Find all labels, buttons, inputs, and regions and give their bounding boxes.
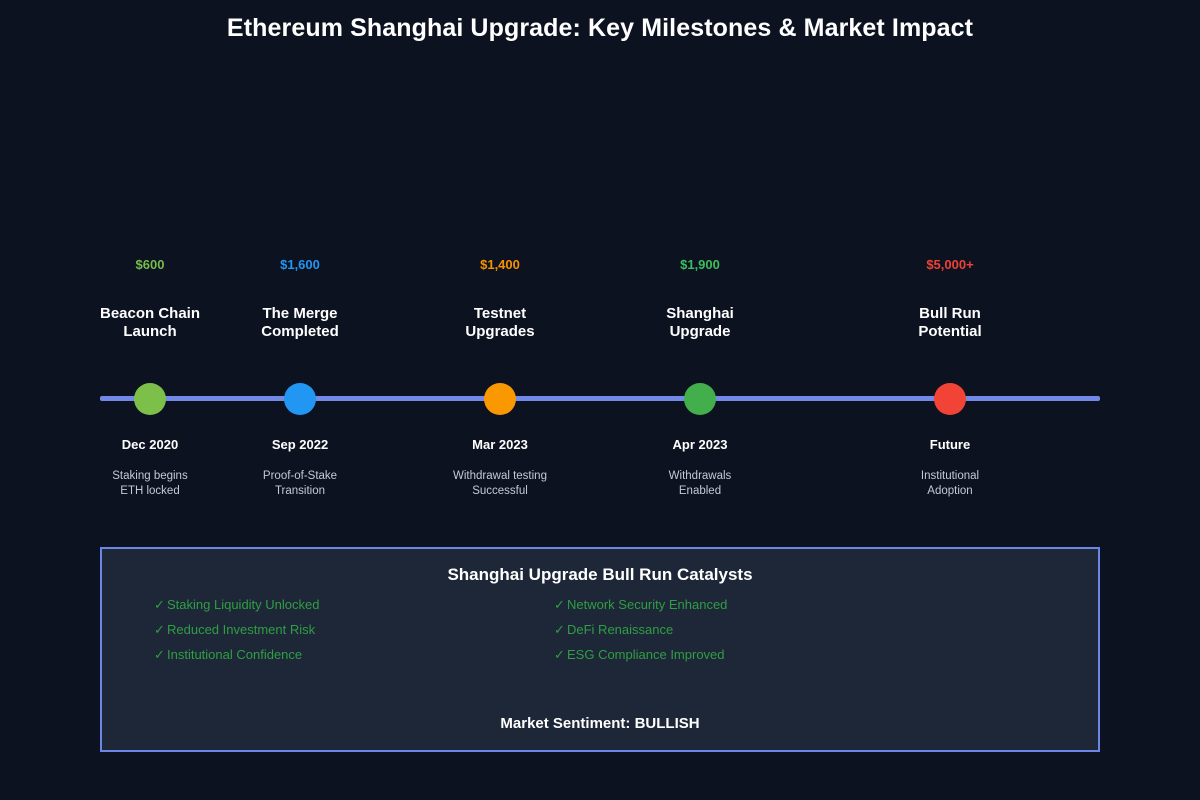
milestone-dot-icon[interactable]	[484, 383, 516, 415]
milestone-dot-icon[interactable]	[284, 383, 316, 415]
catalyst-item: ✓Staking Liquidity Unlocked	[154, 597, 574, 622]
check-icon: ✓	[154, 597, 165, 612]
milestone-desc-line1: Staking begins	[112, 470, 188, 482]
catalyst-label: Reduced Investment Risk	[167, 622, 316, 637]
milestone-desc-line2: Adoption	[927, 485, 973, 497]
catalyst-label: Institutional Confidence	[167, 647, 303, 662]
milestone-dot-icon[interactable]	[934, 383, 966, 415]
catalyst-column-right: ✓Network Security Enhanced✓DeFi Renaissa…	[554, 597, 974, 672]
milestone-price: $1,400	[480, 257, 520, 272]
catalyst-label: Network Security Enhanced	[567, 597, 728, 612]
milestone-title-line2: Launch	[123, 323, 177, 340]
catalysts-panel-title: Shanghai Upgrade Bull Run Catalysts	[447, 565, 753, 584]
catalysts-panel: Shanghai Upgrade Bull Run Catalysts ✓Sta…	[100, 547, 1100, 752]
market-sentiment-label: Market Sentiment: BULLISH	[500, 715, 700, 732]
milestone-price: $1,900	[680, 257, 720, 272]
milestone-desc-line1: Institutional	[920, 470, 980, 482]
milestone-title-line2: Upgrades	[465, 323, 535, 340]
milestone-dot-icon[interactable]	[684, 383, 716, 415]
milestone-desc-line2: Enabled	[678, 485, 722, 497]
milestone-date: Dec 2020	[121, 437, 179, 452]
milestone-desc-line2: Successful	[472, 485, 528, 497]
check-icon: ✓	[154, 622, 165, 637]
page-title: Ethereum Shanghai Upgrade: Key Milestone…	[226, 14, 974, 42]
milestone-title-line2: Completed	[261, 323, 339, 340]
catalyst-label: ESG Compliance Improved	[567, 647, 725, 662]
catalyst-label: DeFi Renaissance	[567, 622, 674, 637]
milestone-title-line1: Beacon Chain	[99, 305, 201, 322]
milestone-title-line1: Testnet	[473, 305, 527, 322]
milestone-desc-line1: Proof-of-Stake	[262, 470, 338, 482]
milestone-price: $600	[135, 257, 165, 272]
catalyst-item: ✓Network Security Enhanced	[554, 597, 974, 622]
check-icon: ✓	[554, 597, 565, 612]
catalyst-item: ✓DeFi Renaissance	[554, 622, 974, 647]
milestone-desc-line1: Withdrawal testing	[453, 470, 547, 482]
milestone-title-line1: Shanghai	[666, 305, 734, 322]
catalyst-item: ✓Reduced Investment Risk	[154, 622, 574, 647]
milestone-title-line2: Upgrade	[669, 323, 731, 340]
milestone-dot-icon[interactable]	[134, 383, 166, 415]
milestone-title-line2: Potential	[918, 323, 982, 340]
check-icon: ✓	[554, 647, 565, 662]
milestone-date: Mar 2023	[472, 437, 528, 452]
milestone-price: $1,600	[280, 257, 320, 272]
milestone-date: Apr 2023	[672, 437, 728, 452]
check-icon: ✓	[554, 622, 565, 637]
milestone-desc-line1: Withdrawals	[668, 470, 732, 482]
milestone-date: Future	[929, 437, 971, 452]
timeline-axis-line	[100, 396, 1100, 401]
milestone-title-line1: Bull Run	[919, 305, 981, 322]
catalyst-item: ✓Institutional Confidence	[154, 647, 574, 672]
milestone-date: Sep 2022	[271, 437, 329, 452]
milestone-title-line1: The Merge	[262, 305, 338, 322]
catalyst-item: ✓ESG Compliance Improved	[554, 647, 974, 672]
milestone-desc-line2: Transition	[274, 485, 326, 497]
check-icon: ✓	[154, 647, 165, 662]
catalyst-column-left: ✓Staking Liquidity Unlocked✓Reduced Inve…	[154, 597, 574, 672]
milestone-price: $5,000+	[926, 257, 974, 272]
catalyst-label: Staking Liquidity Unlocked	[167, 597, 320, 612]
milestone-desc-line2: ETH locked	[120, 485, 180, 497]
